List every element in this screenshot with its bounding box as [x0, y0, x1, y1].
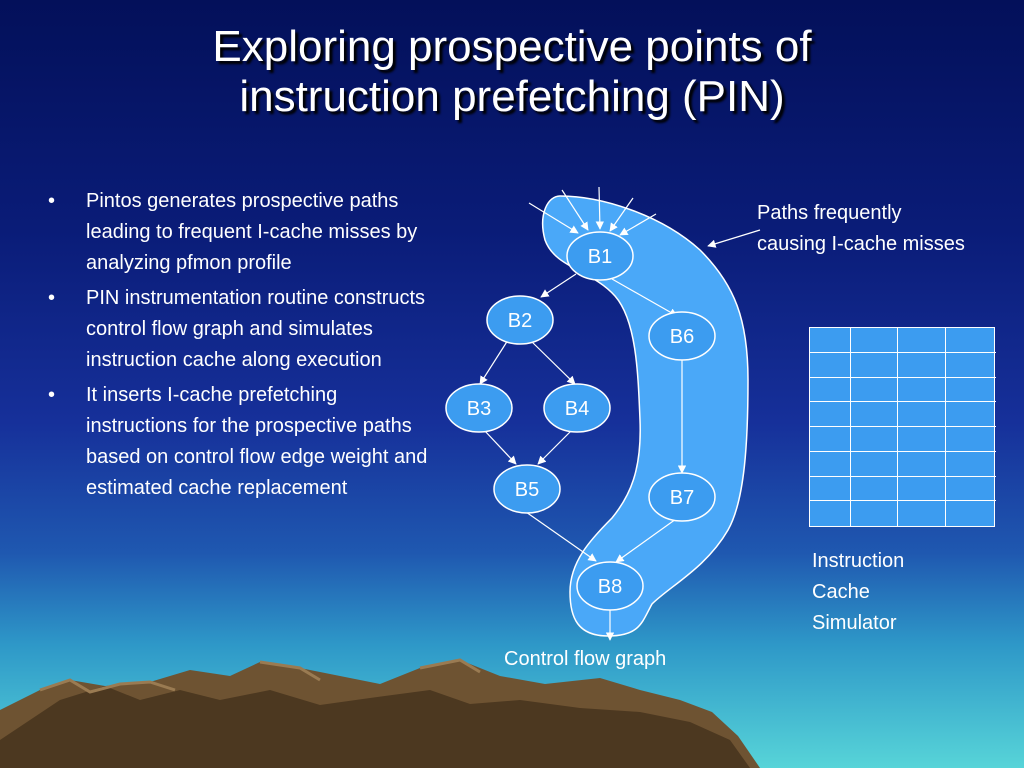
node-b8-label: B8 [598, 576, 622, 598]
node-b1-label: B1 [588, 246, 612, 268]
incoming-edge [595, 186, 605, 230]
bullet-text: It inserts I-cache prefetching instructi… [86, 384, 428, 499]
cache-cell [851, 328, 898, 353]
cache-cell [851, 501, 898, 526]
cache-cell [946, 402, 996, 427]
node-b8: B8 [576, 561, 644, 611]
node-b6: B6 [648, 311, 716, 361]
path-label-pointer [707, 229, 761, 248]
node-b7-label: B7 [670, 487, 694, 509]
incoming-edge [561, 189, 589, 231]
incoming-edge [619, 213, 657, 236]
node-b2: B2 [486, 295, 554, 345]
cache-cell [898, 402, 946, 427]
edge-b1-b2 [540, 273, 577, 298]
node-b6-label: B6 [670, 326, 694, 348]
cache-cell [946, 353, 996, 378]
slide-title-line-2: instruction prefetching (PIN) [239, 72, 785, 121]
cache-cell [898, 352, 946, 378]
cache-cell [946, 427, 996, 452]
edge-b7-b8 [615, 518, 677, 563]
cache-cell [810, 352, 851, 378]
cache-cell [946, 501, 996, 526]
cache-cell [898, 501, 946, 526]
bullet-marker: • [48, 287, 56, 309]
node-b3: B3 [445, 383, 513, 433]
node-b1: B1 [566, 231, 634, 281]
cache-cell [810, 402, 851, 427]
cache-cell [946, 477, 996, 502]
node-b2-label: B2 [508, 310, 532, 332]
cache-cell [898, 427, 946, 452]
edge-b4-b5 [537, 429, 573, 465]
cache-cell [810, 476, 851, 502]
node-b7: B7 [648, 472, 716, 522]
edge-b5-b8 [525, 511, 597, 562]
cache-simulator-grid [809, 327, 996, 527]
cache-cell [898, 476, 946, 502]
hot-path-label-line-1: Paths frequently [757, 202, 902, 224]
bullet-marker: • [48, 384, 56, 406]
node-b3-label: B3 [467, 398, 491, 420]
simulator-label: Instruction Cache Simulator [812, 546, 904, 639]
bullet-text: PIN instrumentation routine constructs c… [86, 287, 426, 371]
bullet-text: Pintos generates prospective paths leadi… [86, 190, 418, 274]
bullet-list: • Pintos generates prospective paths lea… [44, 186, 434, 508]
edge-b3-b5 [483, 429, 517, 465]
cache-cell [851, 402, 898, 427]
cache-cell [810, 501, 851, 526]
hot-path-label-line-2: causing I-cache misses [757, 233, 965, 255]
slide-title: Exploring prospective points of instruct… [0, 22, 1024, 122]
edge-b2-b3 [479, 339, 509, 385]
cache-cell [810, 377, 851, 403]
node-b4: B4 [543, 383, 611, 433]
hot-path-label: Paths frequently causing I-cache misses [757, 198, 965, 260]
cache-cell [851, 427, 898, 452]
edge-b1-b6 [611, 278, 678, 317]
mountain-shading [0, 686, 750, 768]
cache-cell [810, 328, 851, 353]
cache-cell [810, 451, 851, 477]
bullet-marker: • [48, 190, 56, 212]
node-b5: B5 [493, 464, 561, 514]
edge-b2-b4 [529, 339, 576, 385]
bullet-item: • Pintos generates prospective paths lea… [44, 186, 434, 279]
cache-cell [946, 452, 996, 477]
cache-cell [851, 476, 898, 502]
cache-cell [898, 377, 946, 403]
cache-cell [898, 328, 946, 353]
bullet-item: • It inserts I-cache prefetching instruc… [44, 380, 434, 504]
simulator-label-line-2: Cache [812, 581, 870, 603]
cfg-caption: Control flow graph [504, 648, 667, 670]
slide-title-line-1: Exploring prospective points of [212, 22, 812, 71]
cache-cell [810, 427, 851, 452]
cache-cell [946, 378, 996, 403]
cache-cell [851, 451, 898, 477]
mountain-ridge-highlight [39, 658, 481, 694]
incoming-edge [528, 202, 579, 234]
cache-cell [851, 377, 898, 403]
bullet-item: • PIN instrumentation routine constructs… [44, 283, 434, 376]
cache-cell [946, 328, 996, 353]
cache-cell [898, 451, 946, 477]
cache-cell [851, 352, 898, 378]
simulator-label-line-1: Instruction [812, 550, 905, 572]
simulator-label-line-3: Simulator [812, 612, 897, 634]
hot-path-region [541, 195, 749, 637]
incoming-edge [609, 197, 634, 232]
node-b5-label: B5 [515, 479, 539, 501]
node-b4-label: B4 [565, 398, 589, 420]
